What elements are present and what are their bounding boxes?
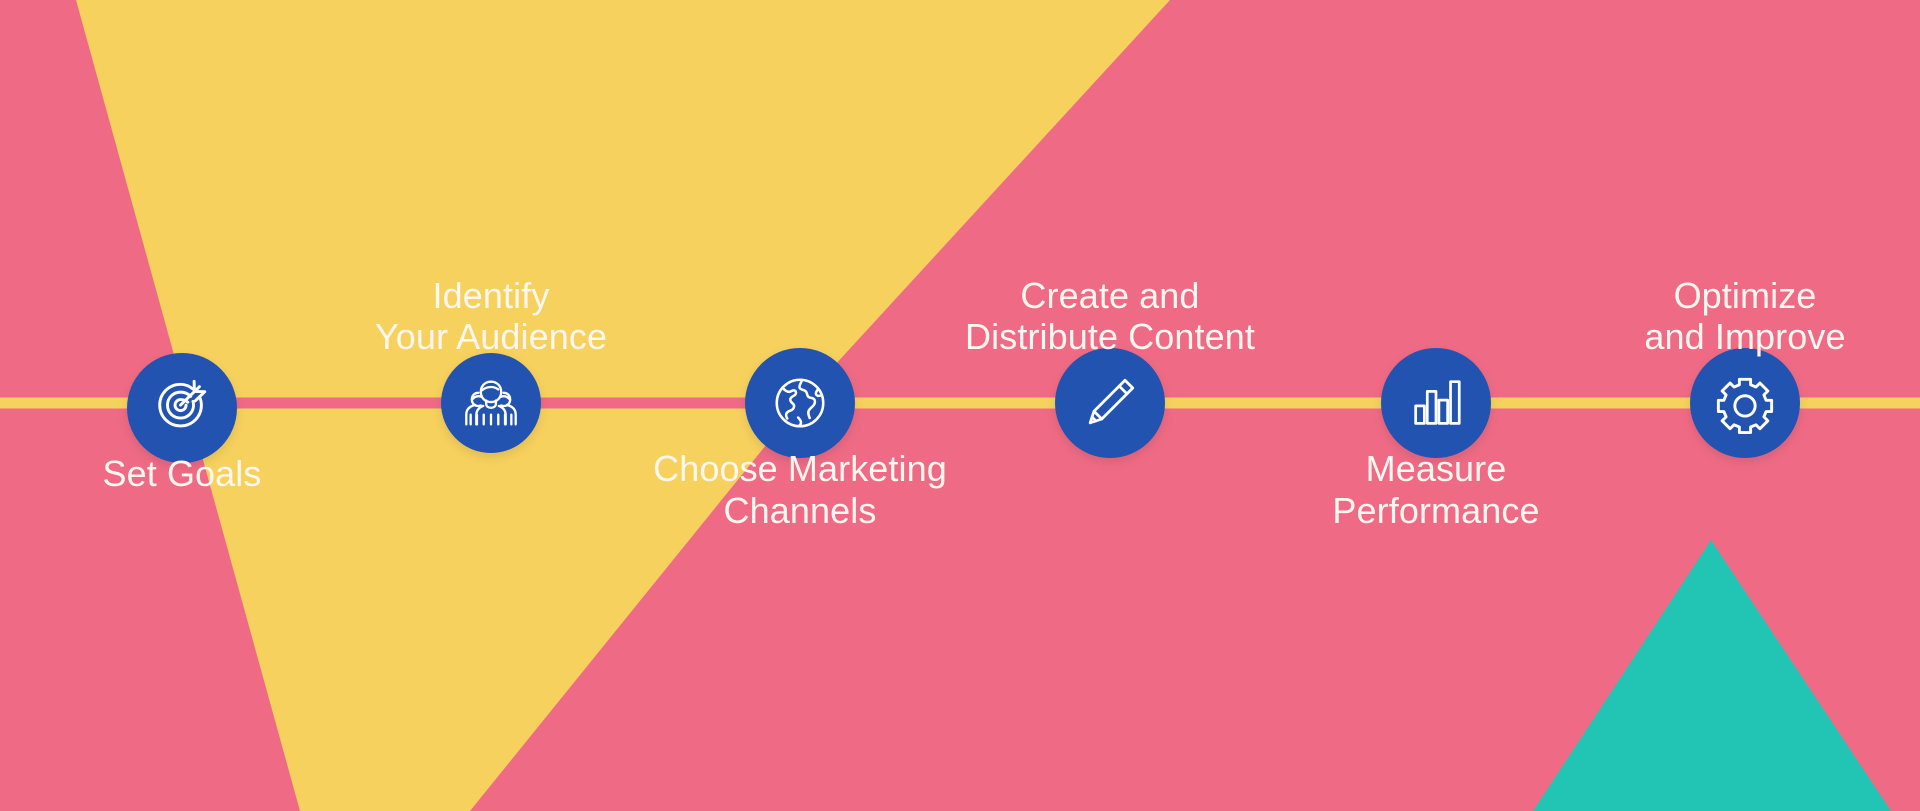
caption-line: Performance [1332, 489, 1540, 531]
caption-line: Identify [432, 274, 550, 316]
step-node-choose-marketing-channels[interactable] [745, 348, 855, 458]
caption-line: Optimize [1673, 274, 1817, 316]
step-caption-identify-your-audience: Identify Your Audience [375, 275, 607, 359]
connector-line-yellow [0, 397, 1920, 409]
audience-icon [465, 380, 517, 426]
step-caption-measure-performance: Measure Performance [1332, 448, 1539, 532]
bar-chart-icon [1414, 380, 1461, 425]
caption-line: Set Goals [102, 453, 262, 494]
caption-line: Distribute Content [965, 316, 1255, 358]
step-caption-set-goals: Set Goals [103, 453, 262, 495]
globe-icon [775, 378, 825, 428]
pencil-icon [1088, 378, 1135, 425]
target-icon [158, 379, 207, 428]
step-caption-create-and-distribute-content: Create and Distribute Content [965, 275, 1255, 359]
step-caption-choose-marketing-channels: Choose Marketing Channels [653, 448, 947, 532]
caption-line: Your Audience [374, 316, 608, 358]
caption-line: and Improve [1644, 316, 1846, 358]
caption-line: Create and [1020, 274, 1200, 316]
connector-line-pink [76, 397, 1170, 409]
step-node-identify-your-audience[interactable] [441, 353, 541, 453]
connector-line [0, 397, 1920, 409]
step-node-set-goals[interactable] [127, 353, 237, 463]
step-node-create-and-distribute-content[interactable] [1055, 348, 1165, 458]
caption-line: Measure [1365, 448, 1507, 489]
caption-line: Channels [723, 489, 877, 531]
teal-triangle-shape [1533, 540, 1891, 811]
step-caption-optimize-and-improve: Optimize and Improve [1644, 275, 1845, 359]
step-node-measure-performance[interactable] [1381, 348, 1491, 458]
gear-icon [1716, 377, 1774, 434]
step-node-optimize-and-improve[interactable] [1690, 348, 1800, 458]
caption-line: Choose Marketing [653, 448, 947, 489]
